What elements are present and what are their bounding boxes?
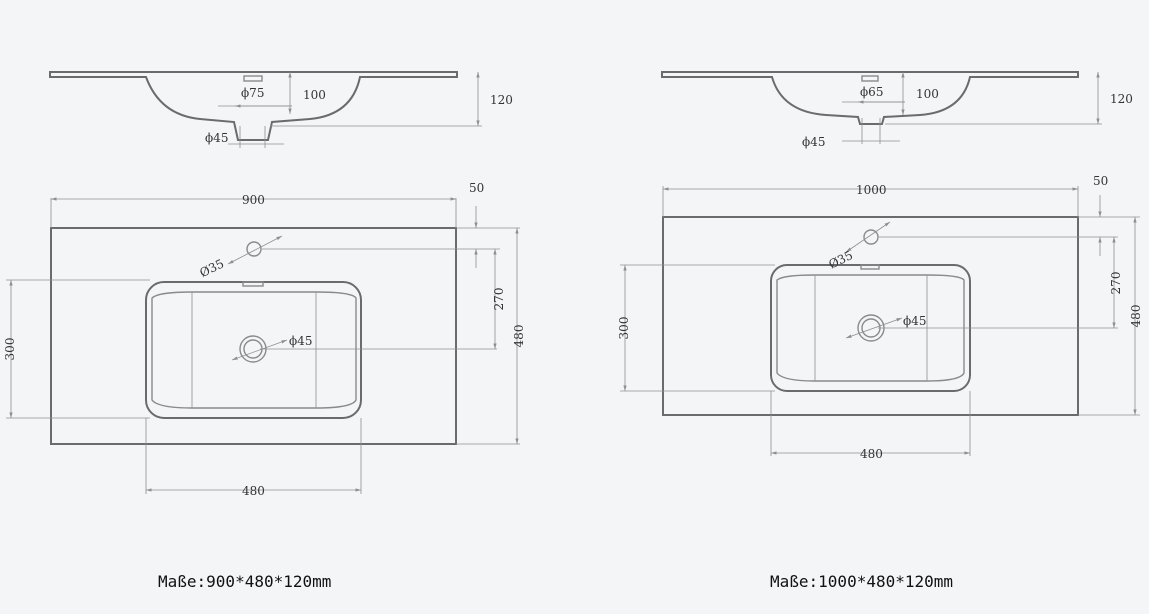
- right-offset-label: 270: [1109, 272, 1123, 295]
- left-top-view: 900 50 Ø35 ϕ45 270 480 300 480: [3, 181, 526, 498]
- right-side-view: ϕ65 100 120 ϕ45: [661, 71, 1133, 149]
- right-side-total-height-label: 120: [1110, 92, 1133, 106]
- left-side-total-height-label: 120: [490, 93, 513, 107]
- right-tap-hole-label: Ø35: [826, 248, 855, 272]
- right-bowl-inner: [776, 274, 965, 382]
- right-caption: Maße:1000*480*120mm: [770, 572, 953, 591]
- right-bowl-width-label: 480: [860, 447, 883, 461]
- left-edge-label: 50: [469, 181, 484, 195]
- right-side-profile: [661, 71, 1079, 125]
- right-side-depth-label: 100: [916, 87, 939, 101]
- left-caption: Maße:900*480*120mm: [158, 572, 331, 591]
- right-side-outlet-dia-label: ϕ45: [802, 135, 825, 149]
- right-depth-label: 480: [1129, 305, 1143, 328]
- left-overflow-slot: [242, 281, 264, 287]
- right-bowl-height-label: 300: [617, 317, 631, 340]
- left-bowl-width-label: 480: [242, 484, 265, 498]
- left-side-drain-dia-label: ϕ75: [241, 86, 264, 100]
- left-tap-hole-label: Ø35: [197, 256, 226, 280]
- left-side-profile: [49, 71, 458, 141]
- right-top-outline: [662, 216, 1079, 416]
- left-drain-hole-label: ϕ45: [289, 334, 312, 348]
- right-width-label: 1000: [856, 183, 887, 197]
- left-width-label: 900: [242, 193, 265, 207]
- left-side-depth-label: 100: [303, 88, 326, 102]
- left-side-outlet-dia-label: ϕ45: [205, 131, 228, 145]
- left-side-overflow-slot: [243, 75, 263, 82]
- left-bowl-outer: [145, 281, 362, 419]
- right-edge-label: 50: [1093, 174, 1108, 188]
- right-overflow-slot: [860, 264, 880, 270]
- left-tap-hole: [246, 241, 262, 257]
- left-depth-label: 480: [512, 325, 526, 348]
- left-side-view: ϕ75 100 120 ϕ45: [49, 71, 513, 148]
- right-side-overflow-slot: [861, 75, 879, 82]
- left-top-outline: [50, 227, 457, 445]
- left-offset-label: 270: [492, 288, 506, 311]
- right-top-view: 1000 50 Ø35 ϕ45 270 480 300 480: [617, 174, 1143, 461]
- right-side-drain-dia-label: ϕ65: [860, 85, 883, 99]
- left-bowl-inner: [151, 291, 357, 409]
- left-bowl-height-label: 300: [3, 338, 17, 361]
- right-drain-hole-label: ϕ45: [903, 314, 926, 328]
- right-tap-hole: [863, 229, 879, 245]
